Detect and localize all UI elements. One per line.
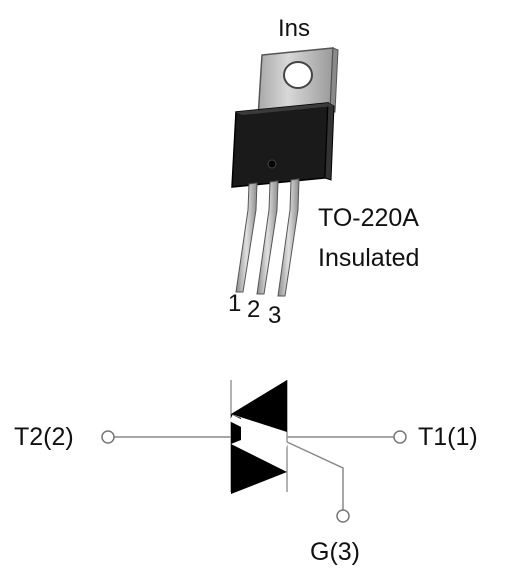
terminal-t2-node	[101, 430, 115, 444]
terminal-gate-label: G(3)	[310, 538, 360, 566]
package-tab-edge	[329, 47, 339, 113]
lead-1	[235, 182, 258, 293]
tab-label: Ins	[278, 15, 311, 42]
terminal-t1-node	[393, 430, 407, 444]
package-leads	[235, 178, 300, 297]
package-body-top	[236, 103, 334, 115]
terminal-gate-node	[336, 509, 350, 523]
package-type-label: Insulated	[318, 244, 420, 272]
triac-separator	[229, 414, 289, 450]
pin-number-2: 2	[247, 296, 261, 323]
lead-3	[277, 178, 300, 297]
package-body	[231, 102, 329, 188]
triac-symbol	[101, 380, 407, 523]
triac-triangle-lower	[231, 444, 287, 494]
terminal-t2-label: T2(2)	[14, 423, 74, 451]
mounting-hole	[283, 61, 313, 89]
pin-number-3: 3	[268, 302, 282, 329]
pin-number-1: 1	[228, 290, 242, 317]
triac-triangle-upper	[231, 380, 287, 432]
lead-2	[256, 180, 279, 295]
terminal-t1-label: T1(1)	[418, 423, 478, 451]
to220-package	[231, 47, 339, 297]
package-name-label: TO-220A	[318, 204, 419, 232]
package-dimple	[267, 159, 277, 169]
wire-gate	[286, 441, 344, 510]
